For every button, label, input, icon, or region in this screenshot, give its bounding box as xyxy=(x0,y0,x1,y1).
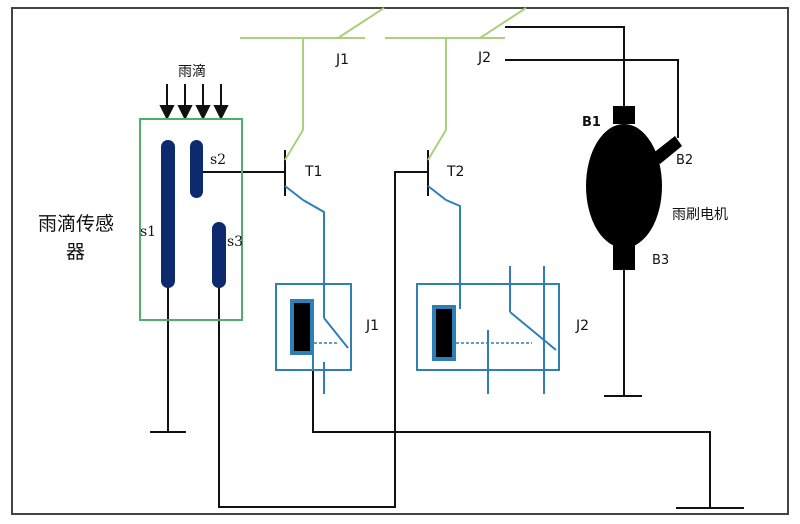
motor-terminal-b1 xyxy=(613,106,635,124)
j1-switch-label: J1 xyxy=(335,52,349,68)
motor-terminal-b2 xyxy=(652,136,682,164)
j2-switch-contact xyxy=(479,7,527,39)
electrode-s3 xyxy=(212,222,226,288)
electrode-s2 xyxy=(190,140,203,198)
electrode-s2-label: s2 xyxy=(210,152,226,168)
supply-lines xyxy=(240,7,527,130)
raindrop-label: 雨滴 xyxy=(178,63,206,80)
relay-j1-label: J1 xyxy=(365,318,379,334)
motor-b2-label: B2 xyxy=(676,153,693,168)
relay-j2 xyxy=(416,266,560,394)
black-wiring xyxy=(150,26,744,509)
relay-j2-label: J2 xyxy=(575,318,589,334)
raindrop-arrows xyxy=(159,84,229,121)
motor-b1-label: B1 xyxy=(582,115,601,130)
motor-b3-label: B3 xyxy=(652,253,669,268)
relay-j1 xyxy=(275,283,352,394)
sensor-title-line2: 器 xyxy=(66,241,85,263)
rain-sensor-box xyxy=(139,118,243,321)
transistor-t1 xyxy=(284,129,325,290)
electrode-s1-label: s1 xyxy=(140,224,156,240)
diagram-frame xyxy=(11,7,789,515)
j2-switch-label: J2 xyxy=(477,50,491,66)
electrode-s3-label: s3 xyxy=(227,234,243,250)
wiper-motor xyxy=(586,106,682,270)
j1-switch-contact xyxy=(337,7,385,39)
motor-body xyxy=(586,124,662,248)
motor-terminal-b3 xyxy=(613,238,635,270)
transistor-t1-label: T1 xyxy=(304,164,322,180)
motor-name-label: 雨刷电机 xyxy=(672,207,728,223)
electrode-s1 xyxy=(161,140,175,288)
sensor-title-line1: 雨滴传感 xyxy=(38,213,114,235)
transistor-t2-label: T2 xyxy=(446,164,464,180)
transistor-t2 xyxy=(427,129,461,290)
